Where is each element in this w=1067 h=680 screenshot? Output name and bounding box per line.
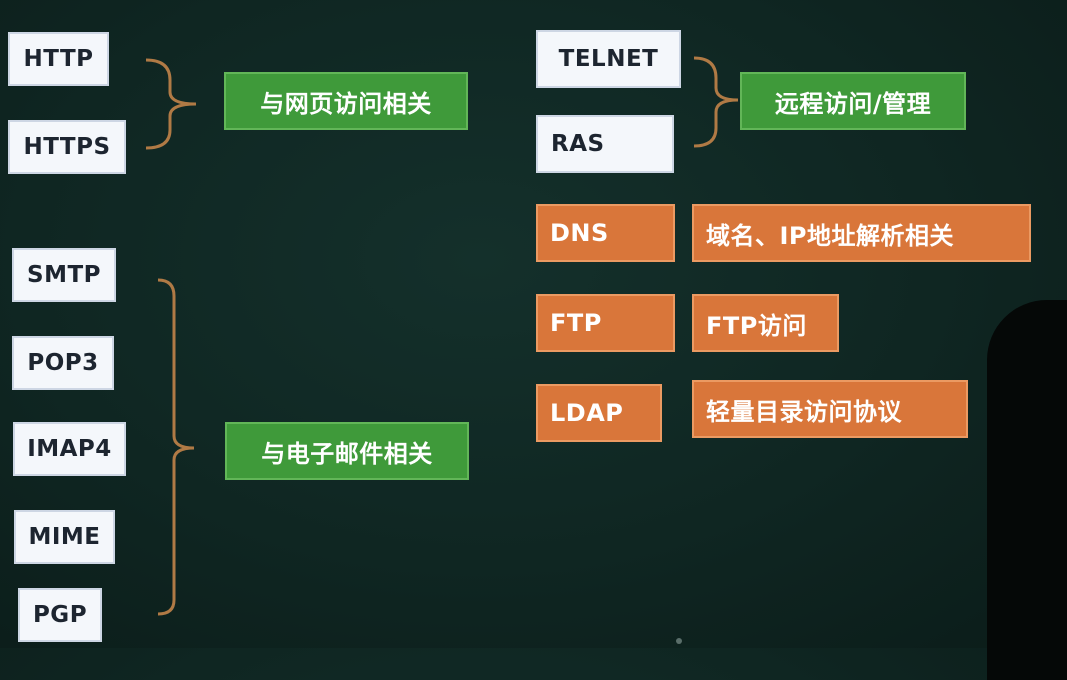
protocol-pop3: POP3 [12,336,114,390]
label-web-access: 与网页访问相关 [224,72,468,130]
protocol-http: HTTP [8,32,109,86]
label-ftp: FTP访问 [692,294,839,352]
presenter-silhouette [987,300,1067,680]
protocol-https: HTTPS [8,120,126,174]
protocol-ras: RAS [536,115,674,173]
label-ldap: 轻量目录访问协议 [692,380,968,438]
pointer-dot [676,638,682,644]
bracket-layer [145,56,739,616]
protocol-imap4: IMAP4 [13,422,126,476]
label-email: 与电子邮件相关 [225,422,469,480]
protocol-smtp: SMTP [12,248,116,302]
label-remote-access: 远程访问/管理 [740,72,966,130]
protocol-mime: MIME [14,510,115,564]
mail-bracket [157,278,195,616]
label-dns: 域名、IP地址解析相关 [692,204,1031,262]
protocol-telnet: TELNET [536,30,681,88]
protocol-pgp: PGP [18,588,102,642]
protocol-dns: DNS [536,204,675,262]
web-bracket [145,58,197,150]
protocol-ldap: LDAP [536,384,662,442]
protocol-ftp: FTP [536,294,675,352]
remote-bracket [693,56,739,148]
